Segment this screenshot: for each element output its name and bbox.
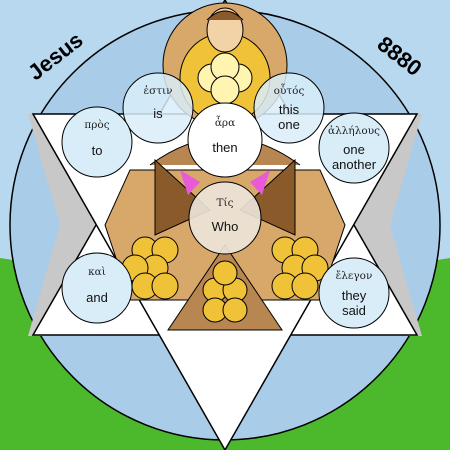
word-circle-then: ἆρα then (187, 102, 263, 178)
rosette-center (202, 260, 248, 323)
word-circle-to: πρὸς to (61, 106, 133, 178)
english-word: one (343, 142, 365, 157)
word-circle-this-one: οὗτός this one (253, 72, 325, 144)
greek-word: καὶ (88, 265, 106, 278)
english-word: one (278, 117, 300, 132)
greek-word: πρὸς (84, 119, 109, 131)
english-word: another (332, 157, 377, 172)
english-word: to (92, 143, 103, 158)
word-circle-and: καὶ and (61, 252, 133, 324)
english-word: then (212, 140, 237, 155)
english-word: they (342, 288, 367, 303)
greek-word: Τίς (216, 196, 233, 209)
left-pink-accent (180, 170, 200, 195)
rosette-right (271, 236, 329, 300)
right-pink-accent (250, 170, 270, 195)
greek-word: οὗτός (274, 83, 305, 97)
english-word: and (86, 290, 108, 305)
greek-word: ἔλεγον (336, 269, 373, 282)
english-word: Who (212, 219, 239, 234)
hair-icon (206, 10, 244, 21)
petal-bottom (210, 75, 240, 105)
word-circle-one-another: ἀλλήλους one another (318, 112, 390, 184)
word-circle-who: Τίς Who (188, 181, 262, 255)
word-circle-is: ἐστιν is (122, 72, 194, 144)
word-circle-they-said: ἔλεγον they said (318, 257, 390, 329)
greek-word: ἐστιν (143, 84, 172, 97)
english-word: said (342, 303, 366, 318)
english-word: is (153, 106, 163, 121)
greek-word: ἀλλήλους (328, 124, 380, 137)
english-word: this (279, 102, 300, 117)
greek-word: ἆρα (215, 115, 235, 129)
